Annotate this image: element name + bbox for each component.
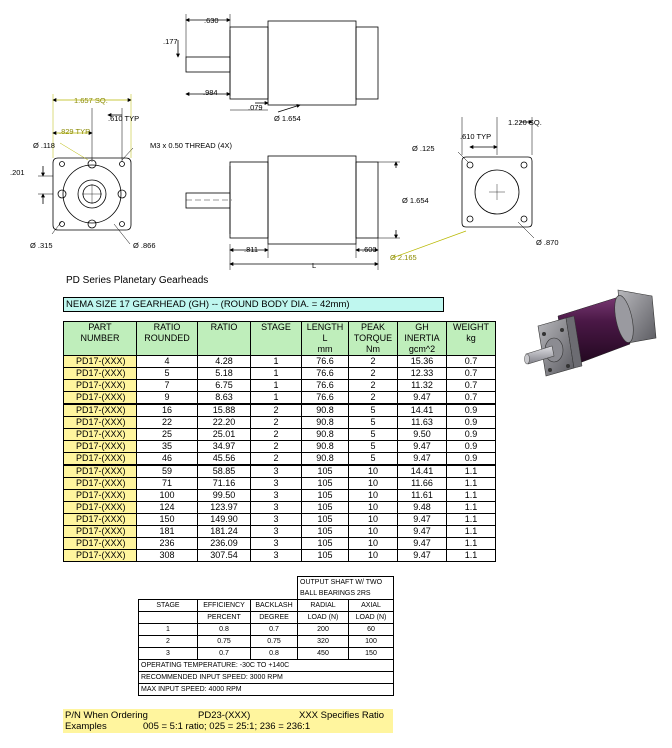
part-number-cell: PD17-(XXX) (63, 525, 137, 538)
part-number-cell: PD17-(XXX) (63, 489, 137, 502)
dim-600: .600 (362, 245, 377, 254)
part-number-cell: PD17-(XXX) (63, 537, 137, 550)
ordering-part-number: PD23-(XXX) (198, 710, 251, 721)
note-operating-temperature: OPERATING TEMPERATURE: -30C TO +140C (138, 659, 394, 672)
note-max-speed: MAX INPUT SPEED: 4000 RPM (138, 683, 394, 696)
dim-1657sq: 1.657 SQ. (74, 96, 108, 105)
dim-201: .201 (10, 168, 25, 177)
column-header: STAGE (250, 321, 302, 356)
dim-079: .079 (248, 103, 263, 112)
series-title: PD Series Planetary Gearheads (66, 275, 209, 286)
stage-table-output-row1: OUTPUT SHAFT W/ TWO (139, 576, 394, 588)
top-side-view (176, 14, 379, 113)
dim-829typ: .829 TYP (59, 127, 90, 136)
dim-L: L (312, 261, 316, 270)
part-number-cell: PD17-(XXX) (63, 477, 137, 490)
stage-table-header1: STAGE EFFICIENCY BACKLASH RADIAL AXIAL (138, 599, 394, 612)
stage-table-header2: PERCENT DEGREE LOAD (N) LOAD (N) (138, 611, 394, 624)
part-number-cell: PD17-(XXX) (63, 501, 137, 514)
part-number-cell: PD17-(XXX) (63, 355, 137, 368)
part-number-cell: PD17-(XXX) (63, 367, 137, 380)
dim-1654-side: Ø 1.654 (402, 196, 429, 205)
examples-label: Examples (65, 721, 107, 732)
dim-125: Ø .125 (412, 144, 435, 153)
front-face-view (38, 108, 134, 245)
front-face-yellow-dims (52, 94, 132, 161)
dim-315: Ø .315 (30, 241, 53, 250)
dim-811: .811 (244, 245, 258, 254)
part-number-cell: PD17-(XXX) (63, 379, 137, 392)
gearhead-product-image (524, 289, 657, 377)
top-side-view-labels: .630 .177 .984 .079 Ø 1.654 (163, 16, 301, 123)
side-elevation-view (185, 155, 400, 270)
end-face-view (457, 117, 535, 239)
dim-118: Ø .118 (33, 141, 55, 150)
end-face-labels: .610 TYP 1.220 SQ. Ø .125 Ø .870 (412, 118, 559, 247)
part-number-cell: PD17-(XXX) (63, 428, 137, 441)
output-shaft-line2: BALL BEARINGS 2RS (297, 588, 394, 600)
note-recommended-speed: RECOMMENDED INPUT SPEED: 3000 RPM (138, 671, 394, 684)
stage-table-output-row2: BALL BEARINGS 2RS (139, 588, 394, 600)
dim-2165: Ø 2.165 (390, 253, 417, 262)
technical-drawings: .630 .177 .984 .079 Ø 1.654 (10, 14, 559, 270)
part-number-cell: PD17-(XXX) (63, 513, 137, 526)
output-shaft-line1: OUTPUT SHAFT W/ TWO (297, 576, 394, 588)
side-elevation-labels: Ø 1.654 .811 .600 Ø 2.165 L (244, 196, 429, 270)
dim-870: Ø .870 (536, 238, 559, 247)
column-header: RATIO (197, 321, 251, 356)
part-number-cell: PD17-(XXX) (63, 452, 137, 466)
dim-1220sq: 1.220 SQ. (508, 118, 542, 127)
nema-heading: NEMA SIZE 17 GEARHEAD (GH) -- (ROUND BOD… (63, 297, 444, 312)
dim-866: Ø .866 (133, 241, 156, 250)
dim-984: .984 (203, 88, 218, 97)
dim-610typ-end: .610 TYP (460, 132, 491, 141)
part-number-cell: PD17-(XXX) (63, 464, 137, 478)
stage-spec-table: OUTPUT SHAFT W/ TWO BALL BEARINGS 2RS ST… (138, 576, 394, 696)
ordering-info: P/N When Ordering PD23-(XXX) XXX Specifi… (63, 709, 393, 733)
part-number-cell: PD17-(XXX) (63, 440, 137, 453)
part-number-cell: PD17-(XXX) (63, 391, 137, 405)
front-face-labels: 1.657 SQ. .829 TYP .610 TYP Ø .118 M3 x … (10, 96, 232, 250)
side-yellow-dim (391, 230, 467, 259)
part-number-cell: PD17-(XXX) (63, 403, 137, 417)
part-number-cell: PD17-(XXX) (63, 549, 137, 562)
examples-text: 005 = 5:1 ratio; 025 = 25:1; 236 = 236:1 (143, 721, 311, 732)
part-number-cell: PD17-(XXX) (63, 416, 137, 429)
dim-630: .630 (204, 16, 219, 25)
dim-610typ-front: .610 TYP (108, 114, 139, 123)
dim-thread: M3 x 0.50 THREAD (4X) (150, 141, 232, 150)
dim-1654-top: Ø 1.654 (274, 114, 301, 123)
dim-177: .177 (163, 37, 178, 46)
ordering-label: P/N When Ordering (65, 710, 148, 721)
ordering-spec: XXX Specifies Ratio (299, 710, 385, 721)
